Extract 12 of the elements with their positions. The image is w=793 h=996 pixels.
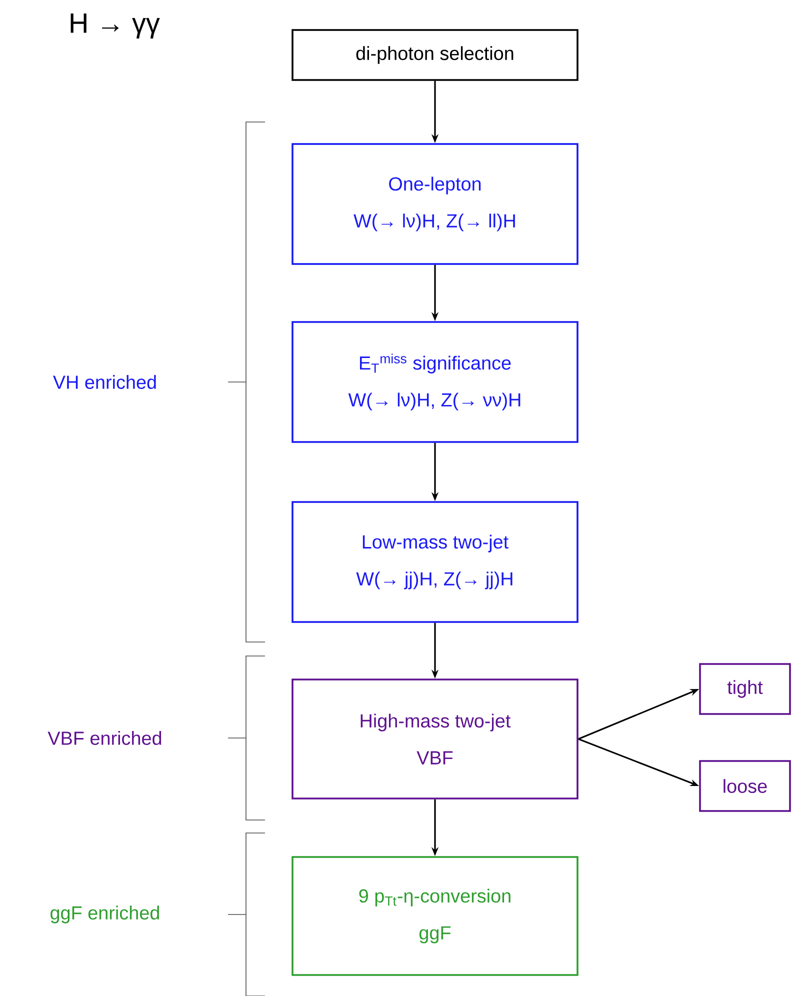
group-label: ggF enriched bbox=[50, 906, 159, 924]
category-box: E$_{T}$$^{miss}$ significance W(→ lν)H, Z(→ νν)H bbox=[292, 321, 578, 443]
category-box: High-mass two-jet VBF bbox=[292, 678, 578, 800]
category-box: 9 p$_{Tt}$-η-conversion ggF bbox=[292, 856, 578, 976]
tab-box: tight bbox=[699, 663, 791, 715]
title: H → γγ bbox=[70, 14, 160, 38]
category-box: Low-mass two-jet W(→ jj)H, Z(→ jj)H bbox=[292, 501, 578, 623]
tab-box: loose bbox=[699, 760, 791, 812]
group-label: VH enriched bbox=[53, 375, 156, 389]
group-label: VBF enriched bbox=[48, 731, 162, 745]
selection-box: di-photon selection bbox=[292, 29, 578, 81]
category-box: One-lepton W(→ lν)H, Z(→ ll)H bbox=[292, 143, 578, 265]
